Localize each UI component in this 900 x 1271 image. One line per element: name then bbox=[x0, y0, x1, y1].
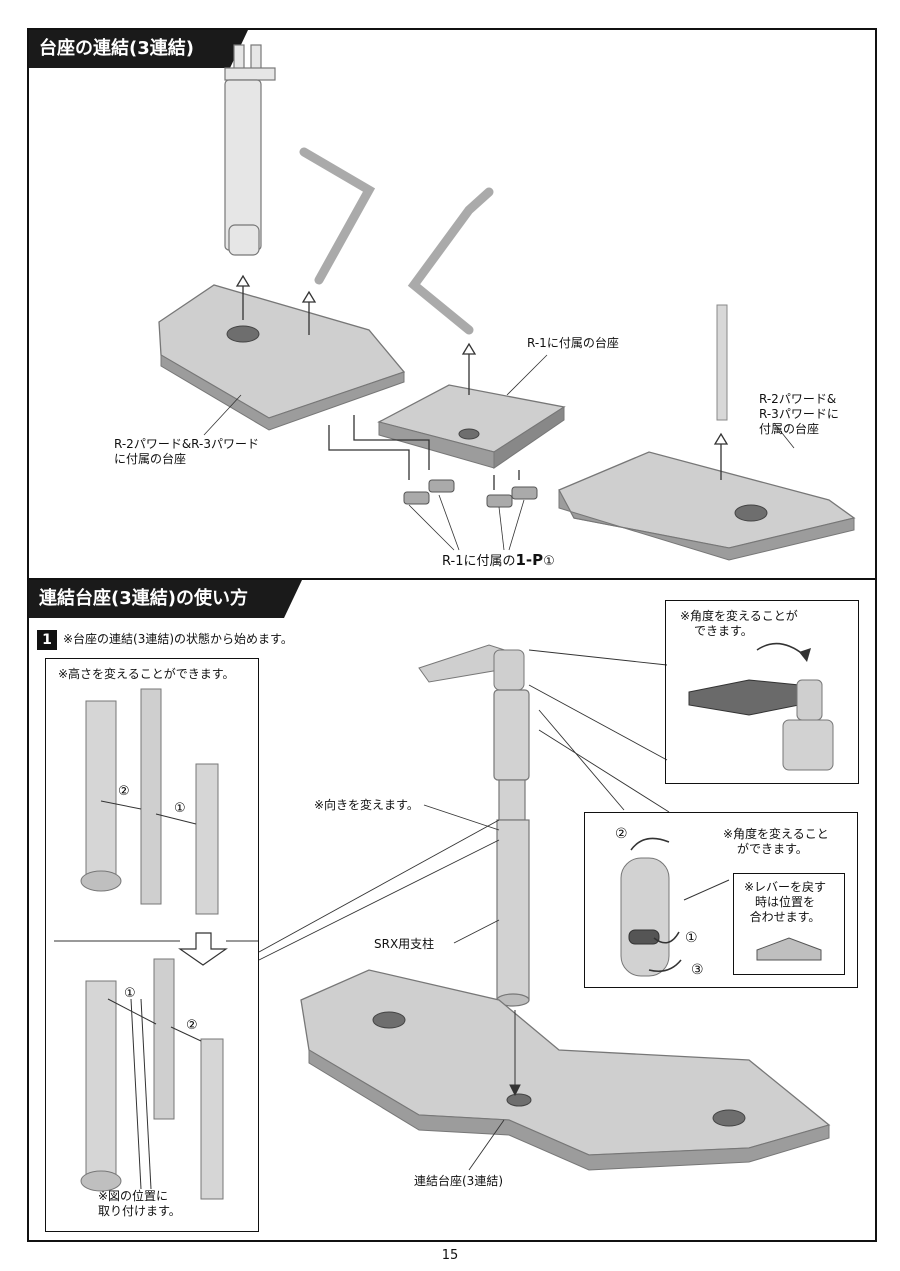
right-base-illustration bbox=[558, 304, 856, 561]
attach-note: ※図の位置に 取り付けます。 bbox=[98, 1189, 181, 1218]
stand-arm-2-illustration bbox=[407, 187, 494, 335]
pillar-illustration bbox=[493, 689, 530, 1007]
stand-pillar-illustration bbox=[224, 44, 276, 256]
lever-note-panel: ※レバーを戻す 時は位置を 合わせます。 bbox=[733, 873, 845, 975]
angle-detail-top-panel: ※角度を変えることが できます。 bbox=[665, 600, 859, 784]
joint-base-illustration bbox=[300, 969, 831, 1171]
height-note: ※高さを変えることができます。 bbox=[58, 667, 235, 681]
label-left-base: R-2パワード&R-3パワード に付属の台座 bbox=[114, 437, 259, 466]
angle-note-right: ※角度を変えること ができます。 bbox=[723, 827, 829, 856]
joint-base-label: 連結台座(3連結) bbox=[414, 1174, 503, 1188]
section-connect-bases: 台座の連結(3連結) bbox=[27, 28, 877, 580]
left-base-illustration bbox=[158, 284, 406, 431]
svg-text:①: ① bbox=[174, 801, 186, 816]
pillar-label: SRX用支柱 bbox=[374, 937, 435, 951]
page-number: 15 bbox=[441, 1248, 459, 1263]
usage-illustration bbox=[258, 642, 834, 1171]
circled-1-right: ① bbox=[685, 930, 698, 946]
height-adjust-illustration: ② ① ① ② bbox=[54, 688, 258, 1200]
circled-3-right: ③ bbox=[691, 962, 704, 978]
label-center-base: R-1に付属の台座 bbox=[527, 336, 619, 350]
circled-2-right: ② bbox=[615, 826, 628, 842]
angle-top-detail-illustration bbox=[688, 642, 834, 771]
angle-note-top: ※角度を変えることが できます。 bbox=[680, 609, 798, 638]
center-base-illustration bbox=[377, 384, 566, 469]
section-usage: 連結台座(3連結)の使い方 1 ※台座の連結(3連結)の状態から始めます。 ※高… bbox=[27, 578, 877, 1242]
svg-text:①: ① bbox=[124, 986, 136, 1001]
connector-parts-illustration bbox=[403, 479, 538, 508]
label-connector-parts: R-1に付属の1-P① bbox=[442, 551, 555, 570]
angle-right-detail-illustration bbox=[620, 837, 822, 977]
section-title-usage: 連結台座(3連結)の使い方 bbox=[29, 580, 302, 618]
stand-arm-1-illustration bbox=[299, 147, 376, 285]
lever-note: ※レバーを戻す 時は位置を 合わせます。 bbox=[744, 880, 827, 924]
step-instruction: ※台座の連結(3連結)の状態から始めます。 bbox=[63, 632, 293, 646]
height-adjust-panel: ※高さを変えることができます。 ② ① bbox=[45, 658, 259, 1232]
label-right-base: R-2パワード& R-3パワードに 付属の台座 bbox=[759, 392, 839, 436]
section-title-connect: 台座の連結(3連結) bbox=[29, 30, 248, 68]
connect-bases-illustration bbox=[158, 44, 856, 561]
assembly-arrows bbox=[235, 274, 729, 490]
svg-text:②: ② bbox=[186, 1018, 198, 1033]
pillar-top-illustration bbox=[418, 644, 525, 691]
orientation-note: ※向きを変えます。 bbox=[314, 798, 419, 812]
step-number-badge: 1 bbox=[37, 630, 57, 650]
label-leader-lines bbox=[203, 354, 795, 551]
angle-detail-right-panel: ② ※角度を変えること ができます。 ① ③ ※レバーを戻す 時は位置を 合わせ… bbox=[584, 812, 858, 988]
svg-text:②: ② bbox=[118, 784, 130, 799]
